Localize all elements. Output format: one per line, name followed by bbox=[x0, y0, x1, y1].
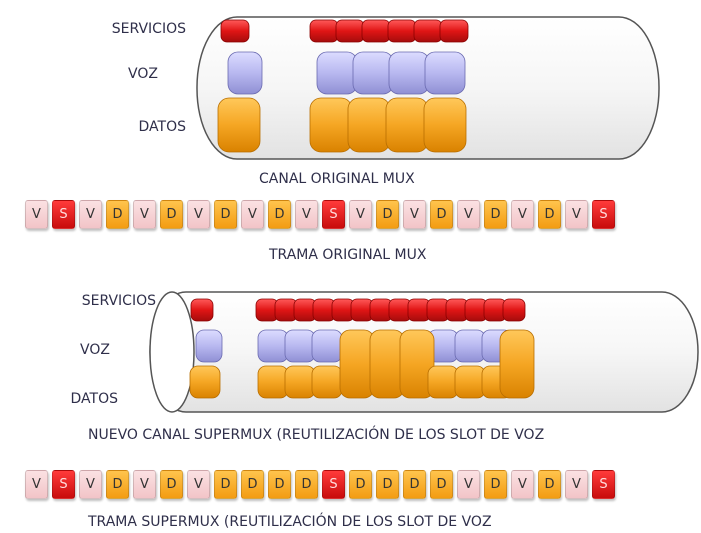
mux-frame-slot-v: V bbox=[565, 200, 588, 229]
supermux-frame-slot-d: D bbox=[403, 470, 426, 499]
mux-frame-slot-s: S bbox=[322, 200, 345, 229]
supermux-frame-slot-d: D bbox=[295, 470, 318, 499]
supermux-frame-slot-s: S bbox=[322, 470, 345, 499]
supermux-frame-slot-v: V bbox=[457, 470, 480, 499]
supermux-datos-cylinders bbox=[189, 329, 535, 399]
mux-frame-slot-d: D bbox=[268, 200, 291, 229]
mux-channel-caption: CANAL ORIGINAL MUX bbox=[259, 171, 415, 187]
mux-frame-slot-d: D bbox=[376, 200, 399, 229]
supermux-frame-slot-d: D bbox=[268, 470, 291, 499]
mux-datos-cylinders bbox=[217, 97, 467, 153]
supermux-frame-slot-v: V bbox=[133, 470, 156, 499]
supermux-channel-caption: NUEVO CANAL SUPERMUX (REUTILIZACIÓN DE L… bbox=[88, 427, 545, 443]
supermux-frame-slot-v: V bbox=[565, 470, 588, 499]
supermux-frame-slot-d: D bbox=[538, 470, 561, 499]
supermux-frame-slot-v: V bbox=[187, 470, 210, 499]
supermux-frame-slot-d: D bbox=[430, 470, 453, 499]
mux-frame-slot-v: V bbox=[457, 200, 480, 229]
mux-frame-slot-d: D bbox=[538, 200, 561, 229]
mux-frame-slot-d: D bbox=[430, 200, 453, 229]
supermux-frame-slot-s: S bbox=[52, 470, 75, 499]
mux-frame-slot-s: S bbox=[592, 200, 615, 229]
mux-frame-slot-v: V bbox=[25, 200, 48, 229]
supermux-servicios-cylinders bbox=[190, 298, 526, 322]
mux-servicios-cylinders bbox=[220, 19, 469, 43]
mux-frame-slot-v: V bbox=[79, 200, 102, 229]
mux-frame-slot-v: V bbox=[187, 200, 210, 229]
supermux-frame-slot-v: V bbox=[25, 470, 48, 499]
mux-frame-slot-d: D bbox=[160, 200, 183, 229]
mux-frame-slot-v: V bbox=[295, 200, 318, 229]
supermux-frame-slot-d: D bbox=[349, 470, 372, 499]
mux-frame-slot-v: V bbox=[241, 200, 264, 229]
supermux-frame-slot-d: D bbox=[484, 470, 507, 499]
mux-frame-slot-v: V bbox=[403, 200, 426, 229]
supermux-frame-slot-s: S bbox=[592, 470, 615, 499]
mux-frame-caption: TRAMA ORIGINAL MUX bbox=[269, 247, 427, 263]
mux-frame-slot-v: V bbox=[349, 200, 372, 229]
mux-frame-slot-d: D bbox=[214, 200, 237, 229]
mux-voz-cylinders bbox=[227, 51, 466, 95]
mux-datos-label: DATOS bbox=[138, 119, 186, 135]
mux-frame-slot-s: S bbox=[52, 200, 75, 229]
supermux-frame-slot-d: D bbox=[214, 470, 237, 499]
supermux-frame-slot-d: D bbox=[241, 470, 264, 499]
supermux-frame-slot-d: D bbox=[160, 470, 183, 499]
supermux-frame-slot-d: D bbox=[106, 470, 129, 499]
mux-voz-label: VOZ bbox=[128, 66, 158, 82]
supermux-datos-label: DATOS bbox=[70, 391, 118, 407]
supermux-voz-label: VOZ bbox=[80, 342, 110, 358]
mux-frame-slot-d: D bbox=[106, 200, 129, 229]
supermux-servicios-label: SERVICIOS bbox=[81, 293, 156, 309]
supermux-frame-caption: TRAMA SUPERMUX (REUTILIZACIÓN DE LOS SLO… bbox=[88, 514, 492, 530]
mux-frame-slot-v: V bbox=[511, 200, 534, 229]
supermux-frame-slot-v: V bbox=[511, 470, 534, 499]
supermux-frame-slot-d: D bbox=[376, 470, 399, 499]
mux-frame-slot-d: D bbox=[484, 200, 507, 229]
mux-frame-slot-v: V bbox=[133, 200, 156, 229]
supermux-voz-cylinders bbox=[195, 329, 513, 363]
supermux-frame-slot-v: V bbox=[79, 470, 102, 499]
mux-servicios-label: SERVICIOS bbox=[111, 21, 186, 37]
